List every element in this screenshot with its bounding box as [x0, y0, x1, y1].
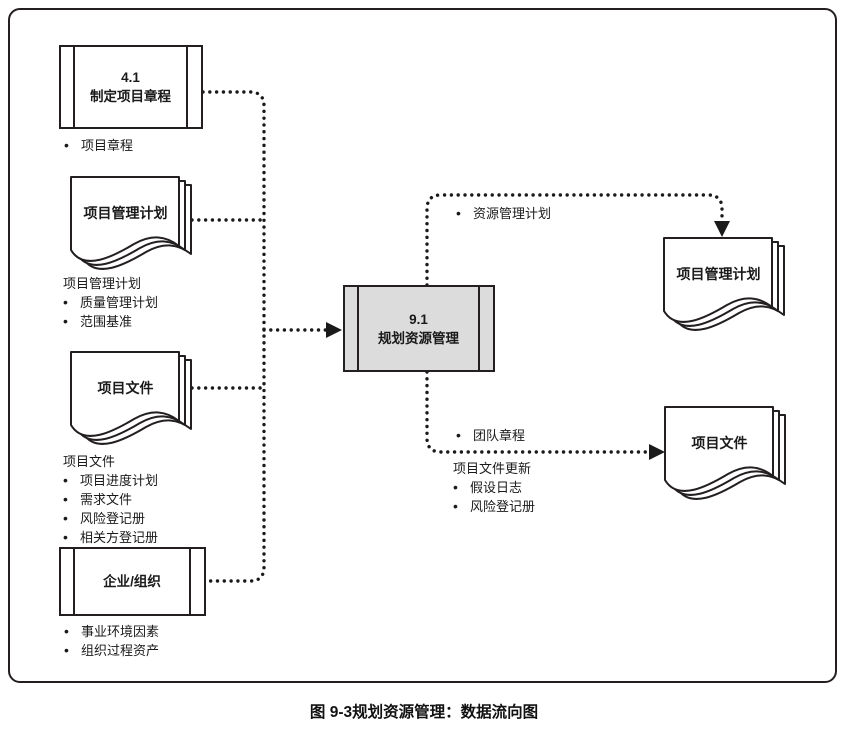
team-charter-flow-label: 团队章程 — [456, 426, 525, 445]
bullet-text: 需求文件 — [80, 492, 133, 507]
bullet-text: 组织过程资产 — [81, 643, 160, 658]
bullet-item: 风险登记册 — [63, 509, 158, 528]
bullet-item: 资源管理计划 — [456, 204, 551, 223]
bullet-item: 范围基准 — [63, 312, 158, 331]
process-side-bar — [189, 549, 191, 614]
document-node-pmp-output: 项目管理计划 — [663, 237, 791, 341]
bullet-marker — [63, 312, 80, 331]
process-side-bar — [186, 47, 188, 127]
pd-updates-labels: 项目文件更新 假设日志 风险登记册 — [453, 459, 535, 516]
pd-input-labels: 项目文件 项目进度计划 需求文件 风险登记册 相关方登记册 — [63, 452, 158, 547]
process-side-bar — [478, 287, 480, 370]
bullet-marker — [64, 641, 81, 660]
document-pages-icon — [664, 406, 786, 500]
process-name: 企业/组织 — [103, 574, 161, 589]
bullet-marker — [453, 497, 470, 516]
bullet-text: 团队章程 — [473, 428, 526, 443]
process-number: 4.1 — [121, 70, 140, 85]
document-name: 项目管理计划 — [83, 205, 168, 221]
bullet-item: 质量管理计划 — [63, 293, 158, 312]
document-name: 项目文件 — [97, 380, 154, 396]
process-side-bar — [357, 287, 359, 370]
bullet-marker — [456, 204, 473, 223]
bullet-item: 项目进度计划 — [63, 471, 158, 490]
bullet-text: 风险登记册 — [80, 511, 146, 526]
bullet-item: 项目章程 — [64, 136, 133, 155]
bullet-item: 事业环境因素 — [64, 622, 159, 641]
document-node-pd-output: 项目文件 — [664, 406, 792, 510]
process-side-bar — [73, 47, 75, 127]
bullet-item: 相关方登记册 — [63, 528, 158, 547]
process-number: 9.1 — [409, 311, 428, 327]
document-name: 项目文件 — [691, 435, 748, 451]
process-node-plan-resource-mgmt: 9.1 规划资源管理 — [343, 285, 495, 372]
document-pages-icon — [70, 351, 192, 445]
bullet-marker — [64, 622, 81, 641]
bullet-text: 事业环境因素 — [81, 624, 160, 639]
bullet-text: 项目章程 — [81, 138, 134, 153]
bullet-marker — [453, 478, 470, 497]
process-node-develop-charter: 4.1 制定项目章程 — [59, 45, 203, 129]
charter-output-labels: 项目章程 — [64, 136, 133, 155]
process-name: 制定项目章程 — [90, 89, 171, 104]
bullet-marker — [63, 293, 80, 312]
bullet-text: 质量管理计划 — [80, 295, 159, 310]
document-pages-icon — [663, 237, 785, 331]
document-name: 项目管理计划 — [676, 266, 761, 282]
bullet-item: 风险登记册 — [453, 497, 535, 516]
bullet-text: 范围基准 — [80, 314, 133, 329]
label-group-title: 项目文件 — [63, 454, 116, 469]
bullet-text: 假设日志 — [470, 480, 523, 495]
figure-caption: 图 9-3规划资源管理：数据流向图 — [309, 704, 539, 721]
bullet-marker — [456, 426, 473, 445]
process-node-enterprise-org: 企业/组织 — [59, 547, 206, 616]
bullet-marker — [63, 471, 80, 490]
document-pages-icon — [70, 176, 192, 270]
eef-opa-labels: 事业环境因素 组织过程资产 — [64, 622, 159, 660]
process-side-bar — [73, 549, 75, 614]
document-node-pmp-input: 项目管理计划 — [70, 176, 198, 280]
bullet-marker — [63, 509, 80, 528]
pmp-input-labels: 项目管理计划 质量管理计划 范围基准 — [63, 274, 158, 331]
document-node-pd-input: 项目文件 — [70, 351, 198, 455]
label-group-title: 项目管理计划 — [63, 276, 142, 291]
bullet-item: 团队章程 — [456, 426, 525, 445]
label-group-title: 项目文件更新 — [453, 461, 532, 476]
resource-plan-flow-label: 资源管理计划 — [456, 204, 551, 223]
bullet-text: 风险登记册 — [470, 499, 536, 514]
bullet-text: 资源管理计划 — [473, 206, 552, 221]
bullet-marker — [63, 528, 80, 547]
bullet-text: 项目进度计划 — [80, 473, 159, 488]
process-name: 规划资源管理 — [378, 330, 459, 346]
bullet-marker — [64, 136, 81, 155]
bullet-item: 假设日志 — [453, 478, 535, 497]
bullet-text: 相关方登记册 — [80, 530, 159, 545]
bullet-item: 需求文件 — [63, 490, 158, 509]
bullet-item: 组织过程资产 — [64, 641, 159, 660]
bullet-marker — [63, 490, 80, 509]
